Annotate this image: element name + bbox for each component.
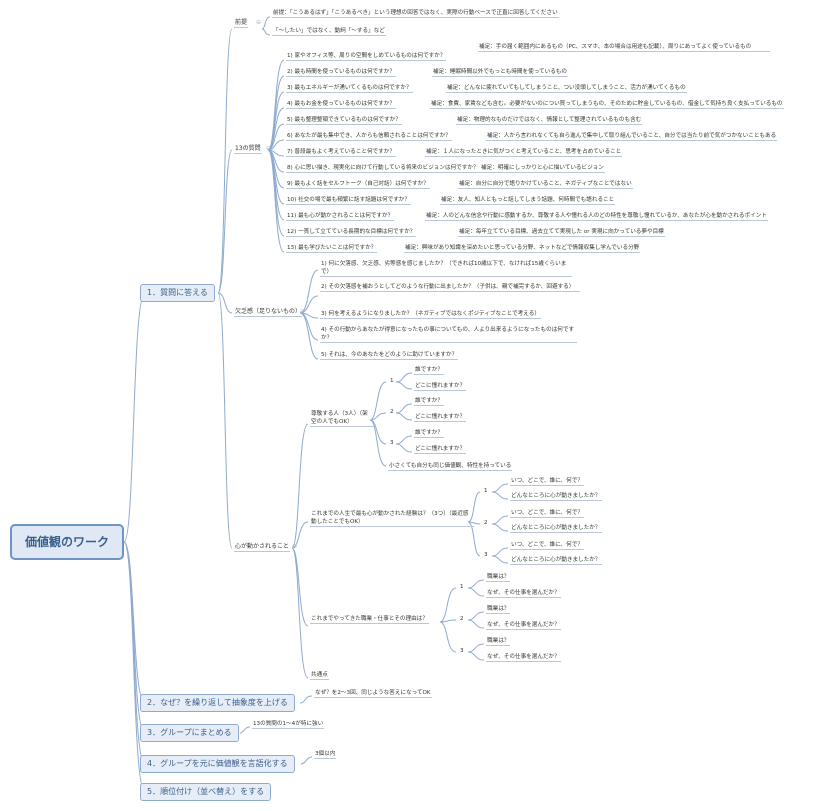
- shokugyou-q-reason[interactable]: なぜ、その仕事を選んだか？: [486, 622, 561, 630]
- number-label: 3: [484, 552, 488, 558]
- main-topic-group[interactable]: 3．グループにまとめる: [140, 724, 239, 742]
- ketsubou-item[interactable]: 2) その欠落感を補おうとしてどのような行動に出ましたか？（子供は、親で補完する…: [320, 283, 580, 292]
- question-note[interactable]: 補足：１人になったときに気がつくと考えていること、思考を占めていること: [425, 149, 623, 157]
- number-label: 3: [390, 440, 394, 446]
- ketsubou-label[interactable]: 欠乏感（足りないもの）: [234, 308, 303, 317]
- keiken-q-when[interactable]: いつ、どこで、誰に、何で？: [510, 478, 584, 486]
- sonkei-q-admire[interactable]: どこに憧れますか？: [414, 446, 467, 454]
- question-item[interactable]: 5) 最も整理整頓できているものは何ですか？: [286, 117, 402, 125]
- keiken-q-why[interactable]: どんなところに心が動きましたか？: [510, 525, 602, 533]
- collapse-icon[interactable]: ⊖: [300, 308, 306, 315]
- ketsubou-item[interactable]: 3) 何を考えるようになりましたか？（ネガティブではなくポジティブなことで考える…: [320, 311, 541, 319]
- keiken-q-why[interactable]: どんなところに心が動きましたか？: [510, 557, 602, 565]
- ketsubou-item[interactable]: 1) 何に欠落感、欠乏感、劣等感を感じましたか？（できれば10歳以下で、なければ…: [320, 260, 572, 277]
- question-item[interactable]: 10) 社交の場で最も頻繁に話す話題は何ですか？: [286, 197, 411, 205]
- verbalize-note[interactable]: 3個以内: [314, 751, 337, 759]
- number-label: 2: [484, 520, 488, 526]
- shokugyou-q-job[interactable]: 職業は？: [486, 606, 511, 614]
- why-note[interactable]: なぜ？を2〜3回、同じような答えになってOK: [314, 690, 432, 698]
- kyoutsuu-label[interactable]: 共通点: [310, 672, 329, 680]
- central-topic[interactable]: 価値観のワーク: [10, 524, 124, 560]
- keiken-q-when[interactable]: いつ、どこで、誰に、何で？: [510, 542, 584, 550]
- question-item[interactable]: 8) 心に思い描き、現実化に向けて行動している将来のビジョンは何ですか？: [286, 165, 480, 173]
- sonkei-q-admire[interactable]: どこに憧れますか？: [414, 414, 467, 422]
- keiken-label[interactable]: これまでの人生で最も心が動かされた経験は？（3つ）（最近感動したことでもOK）: [310, 510, 474, 527]
- zentei-label[interactable]: 前提: [234, 19, 249, 28]
- keiken-q-why[interactable]: どんなところに心が動きましたか？: [510, 493, 602, 501]
- collapse-icon[interactable]: ⊖: [266, 145, 272, 152]
- zentei-item[interactable]: 前提：「こうあるはず」「こうあるべき」という理想の回答ではなく、実際の行動ベース…: [272, 10, 559, 18]
- question-item[interactable]: 9) 最もよく話をセルフトーク（自己対話）は何ですか？: [286, 181, 430, 189]
- question-item[interactable]: 6) あなたが最も集中でき、人からも信頼されることは何ですか？: [286, 133, 452, 141]
- number-label: 1: [460, 584, 464, 590]
- question-note[interactable]: 補足：人から言われなくても自ら進んで集中して取り組んでいること、自分では当たり前…: [486, 133, 778, 141]
- question-item[interactable]: 11) 最も心が動かされることは何ですか？: [286, 213, 395, 221]
- main-topic-answer-questions[interactable]: 1．質問に答える: [140, 284, 215, 302]
- question-note[interactable]: 補足：どんなに疲れていてもしてしまうこと、つい没頭してしまうこと、活力が湧いてく…: [446, 85, 687, 93]
- question-note[interactable]: 補足：興味があり知識を深めたいと思っている分野、ネットなどで情報収集し学んでいる…: [404, 245, 641, 253]
- question-note[interactable]: 補足：物理的なものだけではなく、情報として整理されているものも含む: [456, 117, 643, 125]
- group-note[interactable]: 13の質問の1〜4が特に強い: [252, 721, 325, 729]
- number-label: 2: [390, 409, 394, 415]
- question-item[interactable]: 13) 最も学びたいことは何ですか？: [286, 245, 378, 253]
- shokugyou-q-reason[interactable]: なぜ、その仕事を選んだか？: [486, 590, 561, 598]
- number-label: 1: [484, 488, 488, 494]
- number-label: 1: [390, 378, 394, 384]
- question-note[interactable]: 補足：睡眠時間以外でもっとも時間を使っているもの: [432, 69, 568, 77]
- question-note[interactable]: 補足：毎年立てている目標、過去立てて実現した or 実現に向かっている夢や目標: [458, 229, 665, 237]
- collapse-icon[interactable]: ⊖: [256, 19, 262, 26]
- sonkei-q-who[interactable]: 誰ですか？: [414, 430, 444, 438]
- collapse-icon[interactable]: ⊖: [292, 543, 298, 550]
- question-item[interactable]: 12) 一貫して立てている長期的な目標は何ですか？: [286, 229, 417, 237]
- question-item[interactable]: 1) 家やオフィス等、周りの空間をしめているものは何ですか？: [286, 53, 447, 61]
- question-note[interactable]: 補足：自分に自分で語りかけていること、ネガティブなことではない: [458, 181, 633, 189]
- question-item[interactable]: 4) 最もお金を使っているものは何ですか？: [286, 101, 396, 109]
- number-label: 3: [460, 648, 464, 654]
- sonkei-label[interactable]: 尊敬する人（3人）（架空の人でもOK）: [310, 410, 374, 427]
- zentei-item[interactable]: 「〜したい」ではなく、動詞「〜する」など: [272, 28, 386, 36]
- shokugyou-q-reason[interactable]: なぜ、その仕事を選んだか？: [486, 654, 561, 662]
- question-note[interactable]: 補足：明確にしっかりと心に描いているビジョン: [480, 165, 605, 173]
- kokoro-label[interactable]: 心が動かされること: [234, 543, 291, 552]
- main-topic-why-repeat[interactable]: 2．なぜ？を繰り返して抽象度を上げる: [140, 694, 295, 712]
- question-note[interactable]: 補足：人のどんな信念や行動に感動するか、尊敬する人や憧れる人のどの特性を尊敬し憧…: [425, 213, 768, 221]
- main-topic-ranking[interactable]: 5．順位付け（並べ替え）をする: [140, 783, 272, 801]
- main-topic-verbalize[interactable]: 4．グループを元に価値観を言語化する: [140, 755, 295, 773]
- question-item[interactable]: 2) 最も時間を使っているものは何ですか？: [286, 69, 396, 77]
- number-label: 2: [460, 616, 464, 622]
- shokugyou-label[interactable]: これまでやってきた職業・仕事とその理由は？: [310, 616, 429, 624]
- q13-label[interactable]: 13の質問: [234, 145, 262, 154]
- question-note[interactable]: 補足：食費、家賃なども含む。必要がないのについ買ってしまうもの、そのために貯金し…: [430, 101, 784, 109]
- question-note[interactable]: 補足：友人、知人ともっと話してしまう話題、何時間でも語れること: [440, 197, 616, 205]
- sonkei-note[interactable]: 小さくても自分も同じ価値観、特性を持っている: [388, 463, 513, 471]
- ketsubou-item[interactable]: 4) その行動からあなたが得意になったもの事についてもの、人より出来るようになっ…: [320, 326, 577, 343]
- question-item[interactable]: 7) 普段最もよく考えていること何ですか？: [286, 149, 396, 157]
- sonkei-q-admire[interactable]: どこに憧れますか？: [414, 383, 467, 391]
- keiken-q-when[interactable]: いつ、どこで、誰に、何で？: [510, 510, 584, 518]
- question-item[interactable]: 3) 最もエネルギーが湧いてくるものは何ですか？: [286, 85, 413, 93]
- sonkei-q-who[interactable]: 誰ですか？: [414, 398, 444, 406]
- shokugyou-q-job[interactable]: 職業は？: [486, 638, 511, 646]
- question-note[interactable]: 補足：手の届く範囲内にあるもの（PC、スマホ、本の場合は用途も記載）、周りにあっ…: [478, 43, 770, 52]
- sonkei-q-who[interactable]: 誰ですか？: [414, 367, 444, 375]
- ketsubou-item[interactable]: 5) それは、今のあなたをどのように助けていますか？: [320, 352, 459, 360]
- shokugyou-q-job[interactable]: 職業は？: [486, 574, 511, 582]
